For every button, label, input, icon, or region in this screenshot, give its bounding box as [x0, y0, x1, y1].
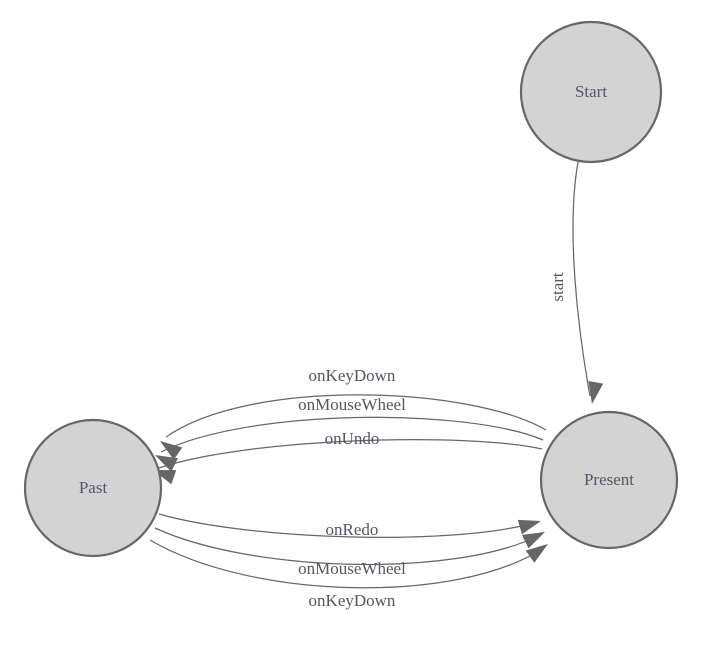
edge-e-past-present-redo — [158, 513, 535, 538]
edge-label-e-past-present-mousewheel: onMouseWheel — [298, 559, 406, 578]
node-present[interactable]: Present — [539, 410, 679, 550]
arrowhead-e-past-present-keydown — [525, 544, 548, 563]
edge-e-past-present-mousewheel — [154, 527, 539, 566]
edge-label-e-past-present-keydown: onKeyDown — [309, 591, 396, 610]
edge-e-start — [572, 161, 591, 397]
edges-layer — [149, 161, 591, 589]
node-past[interactable]: Past — [23, 418, 163, 558]
node-label-past: Past — [79, 478, 108, 497]
edge-labels-layer: start onKeyDown onMouseWheel onUndo onRedo on… — [298, 272, 567, 610]
arrowhead-e-past-present-mousewheel — [521, 532, 545, 549]
arrowhead-e-present-past-mousewheel — [155, 455, 179, 472]
node-circle-past[interactable] — [23, 418, 163, 558]
arrowhead-e-start — [588, 381, 604, 404]
edge-e-present-past-undo — [158, 439, 543, 469]
node-start[interactable]: Start — [519, 20, 663, 164]
edge-e-present-past-keydown — [165, 394, 547, 438]
node-circle-start[interactable] — [519, 20, 663, 164]
edge-e-past-present-keydown — [149, 539, 543, 589]
edge-label-e-present-past-keydown: onKeyDown — [309, 366, 396, 385]
node-circle-present[interactable] — [539, 410, 679, 550]
arrowhead-e-present-past-keydown — [160, 441, 183, 460]
arrowhead-e-past-present-redo — [517, 519, 541, 535]
edge-label-e-start: start — [548, 272, 567, 302]
edge-label-e-past-present-redo: onRedo — [326, 520, 379, 539]
edge-label-e-present-past-undo: onUndo — [325, 429, 380, 448]
node-label-present: Present — [584, 470, 634, 489]
edge-label-e-present-past-mousewheel: onMouseWheel — [298, 395, 406, 414]
node-label-start: Start — [575, 82, 607, 101]
edge-e-present-past-mousewheel — [160, 416, 544, 453]
